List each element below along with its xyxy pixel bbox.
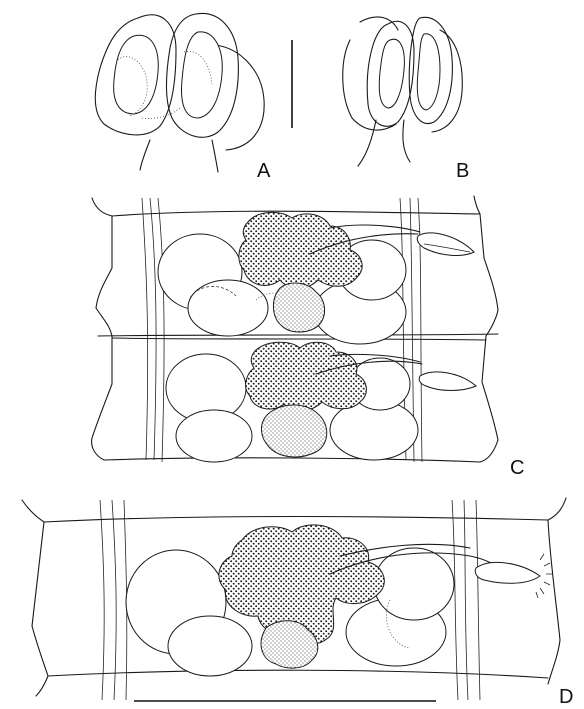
panel-d-proglottid-drawing: [21, 497, 567, 702]
panel-label-a: A: [257, 160, 271, 182]
panel-a-scolex-drawing: [94, 12, 265, 173]
panel-label-b: B: [456, 160, 469, 182]
panel-label-d: D: [559, 686, 573, 708]
panel-label-c: C: [510, 457, 524, 479]
panel-b-scolex-drawing: [342, 16, 463, 167]
panel-c-proglottids-drawing: [91, 195, 499, 463]
